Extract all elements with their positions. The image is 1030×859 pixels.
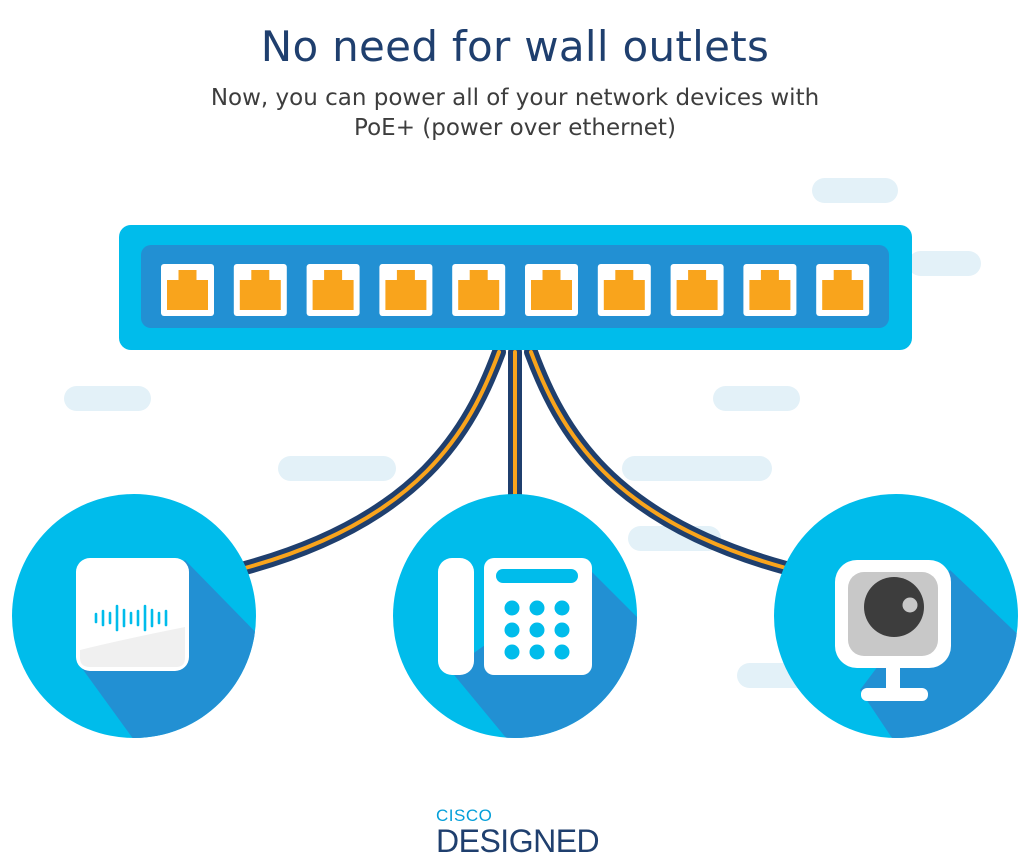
ethernet-port-3 bbox=[306, 264, 360, 316]
keypad-key-9 bbox=[554, 644, 570, 660]
page-title: No need for wall outlets bbox=[260, 22, 770, 71]
keypad-key-4 bbox=[504, 622, 520, 638]
ethernet-port-4 bbox=[379, 264, 433, 316]
access-point-icon bbox=[76, 558, 189, 671]
desk-phone-icon bbox=[438, 558, 592, 675]
subtitle-line-2: PoE+ (power over ethernet) bbox=[354, 115, 676, 141]
access-point-device bbox=[12, 494, 256, 738]
ethernet-port-1 bbox=[161, 264, 214, 316]
ethernet-port-2 bbox=[233, 264, 287, 316]
cable-right bbox=[524, 345, 793, 575]
brand-bottom: DESIGNED bbox=[436, 823, 600, 859]
ethernet-port-5 bbox=[452, 264, 506, 316]
keypad-key-8 bbox=[529, 644, 545, 660]
keypad-key-5 bbox=[529, 622, 545, 638]
keypad-key-7 bbox=[504, 644, 520, 660]
brand-top: CISCO bbox=[436, 806, 493, 825]
subtitle-line-1: Now, you can power all of your network d… bbox=[210, 85, 820, 111]
cisco-designed-logo: CISCO DESIGNED bbox=[436, 806, 600, 859]
page-subtitle: Now, you can power all of your network d… bbox=[0, 83, 1030, 143]
keypad-key-2 bbox=[529, 600, 545, 616]
ethernet-port-6 bbox=[525, 264, 578, 316]
poe-cables bbox=[238, 345, 793, 575]
keypad-key-6 bbox=[554, 622, 570, 638]
keypad-key-3 bbox=[554, 600, 570, 616]
switch-ports bbox=[161, 264, 870, 316]
ip-camera-device bbox=[774, 494, 1018, 738]
ethernet-port-9 bbox=[743, 264, 797, 316]
network-switch bbox=[119, 225, 912, 350]
webcam-icon bbox=[835, 560, 951, 701]
ethernet-port-8 bbox=[670, 264, 724, 316]
ethernet-port-7 bbox=[597, 264, 651, 316]
keypad-key-1 bbox=[504, 600, 520, 616]
cable-left bbox=[238, 345, 506, 575]
ethernet-port-10 bbox=[816, 264, 870, 316]
